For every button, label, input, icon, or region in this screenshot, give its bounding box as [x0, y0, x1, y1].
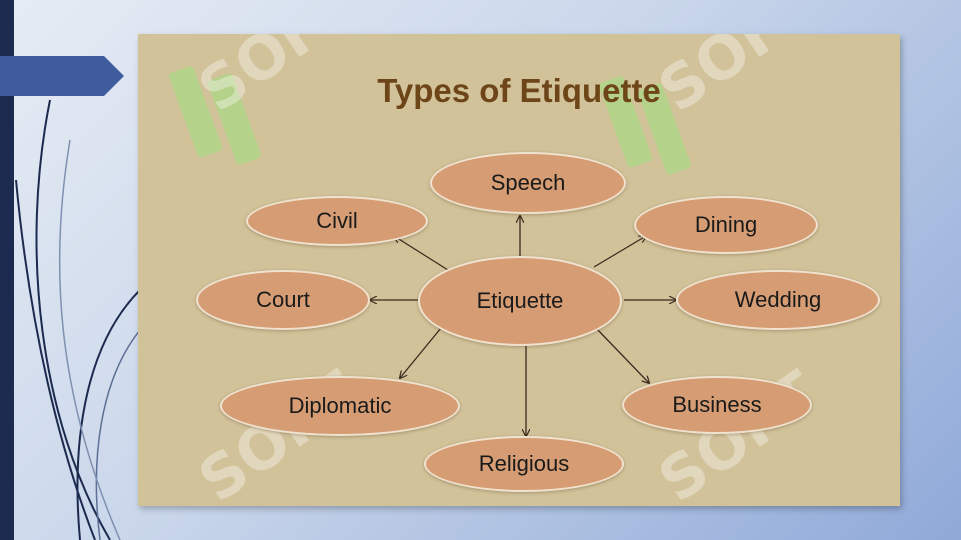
node-business: Business — [622, 376, 812, 434]
node-center-etiquette: Etiquette — [418, 256, 622, 346]
node-civil: Civil — [246, 196, 428, 246]
arrow-to-civil — [394, 236, 449, 271]
node-religious: Religious — [424, 436, 624, 492]
node-dining: Dining — [634, 196, 818, 254]
slide-left-bar — [0, 0, 14, 540]
arrow-to-diplomatic — [400, 327, 442, 378]
node-speech: Speech — [430, 152, 626, 214]
arrow-to-business — [595, 327, 649, 383]
diagram-arrows — [138, 34, 900, 506]
decorative-curves — [15, 99, 140, 540]
arrow-to-dining — [593, 236, 646, 268]
node-court: Court — [196, 270, 370, 330]
node-wedding: Wedding — [676, 270, 880, 330]
node-diplomatic: Diplomatic — [220, 376, 460, 436]
slide-tab-marker — [0, 56, 124, 96]
content-panel: SOFT SOFT SOFT SOFT Types of Etiquette E… — [138, 34, 900, 506]
slide-title: Types of Etiquette — [377, 72, 661, 109]
